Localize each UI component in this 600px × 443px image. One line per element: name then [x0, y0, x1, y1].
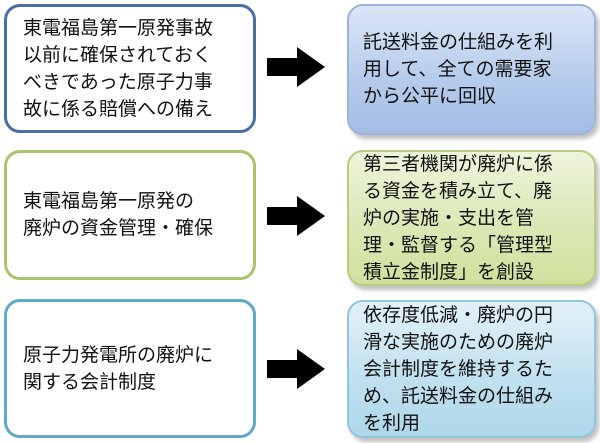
measure-box-accounting: 依存度低減・廃炉の円 滑な実施のための廃炉 会計制度を維持するた め、託送料金の… — [347, 300, 596, 438]
issue-text-compensation: 東電福島第一原発事故 以前に確保されておく べきであった原子力事 故に係る賠償へ… — [23, 16, 214, 120]
measure-text-decommission-fund: 第三者機関が廃炉に係 る資金を積み立て、廃 炉の実施・支出を管 理・監督する「管… — [363, 152, 554, 283]
measure-box-compensation: 託送料金の仕組みを利 用して、全ての需要家 から公平に回収 — [347, 4, 596, 135]
right-arrow-icon — [267, 196, 325, 236]
measure-box-decommission-fund: 第三者機関が廃炉に係 る資金を積み立て、廃 炉の実施・支出を管 理・監督する「管… — [347, 150, 596, 286]
right-arrow-icon — [267, 47, 325, 87]
measure-text-accounting: 依存度低減・廃炉の円 滑な実施のための廃炉 会計制度を維持するた め、託送料金の… — [363, 303, 554, 434]
issue-box-accounting: 原子力発電所の廃炉に 関する会計制度 — [4, 299, 256, 438]
issue-box-decommission-fund: 東電福島第一原発の 廃炉の資金管理・確保 — [4, 150, 256, 280]
issue-box-compensation: 東電福島第一原発事故 以前に確保されておく べきであった原子力事 故に係る賠償へ… — [4, 4, 256, 133]
issue-text-accounting: 原子力発電所の廃炉に 関する会計制度 — [23, 343, 214, 393]
right-arrow-icon — [267, 349, 325, 389]
issue-text-decommission-fund: 東電福島第一原発の 廃炉の資金管理・確保 — [23, 190, 214, 239]
measure-text-compensation: 託送料金の仕組みを利 用して、全ての需要家 から公平に回収 — [363, 31, 554, 107]
